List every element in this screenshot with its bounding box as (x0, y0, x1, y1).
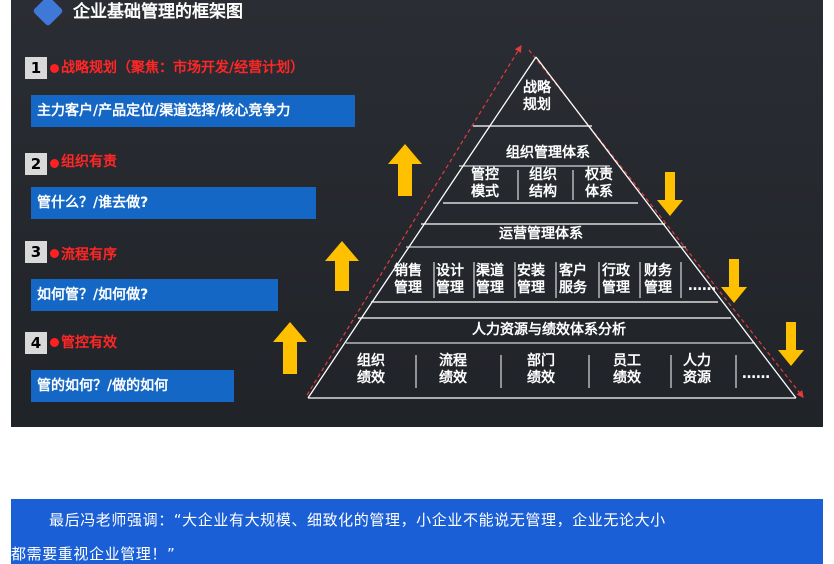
down-arrow-icon (721, 259, 747, 303)
level3-cell: 销售管理 (394, 263, 422, 297)
cell-line: 绩效 (357, 370, 385, 386)
quote-block: 最后冯老师强调：“大企业有大规模、细致化的管理，小企业不能说无管理，企业无论大小… (11, 499, 823, 564)
cell-line: 财务 (644, 263, 672, 279)
level3-cell: 设计管理 (436, 263, 464, 297)
up-arrow-icon (388, 144, 422, 196)
pyramid-top-line1: 战略 (523, 80, 551, 96)
cell-line: 组织 (529, 167, 557, 183)
cell-line: 权责 (585, 167, 613, 183)
level3-title: 运营管理体系 (499, 226, 583, 242)
cell-line: 资源 (683, 370, 711, 386)
cell-line: 模式 (471, 184, 499, 200)
cell-line: 人力 (683, 353, 711, 369)
item-box-3: 如何管？/如何做? (31, 279, 278, 311)
level4-cell: 员工绩效 (613, 353, 641, 387)
cell-line: 绩效 (439, 370, 467, 386)
item-heading-3: 流程有序 (61, 247, 117, 263)
level3-more: …… (688, 278, 716, 294)
item-heading-4: 管控有效 (61, 335, 117, 351)
cell-line: 绩效 (527, 370, 555, 386)
cell-line: 行政 (602, 263, 630, 279)
cell-line: 服务 (559, 280, 587, 296)
cell-line: 客户 (559, 263, 587, 279)
item-number-1: 1 (25, 57, 47, 79)
cell-line: 管理 (602, 280, 630, 296)
cell-line: 员工 (613, 353, 641, 369)
cell-line: 销售 (394, 263, 422, 279)
level2-cell: 组织 结构 (529, 167, 557, 201)
pyramid-diagram (306, 44, 804, 399)
level3-cell: 客户服务 (559, 263, 587, 297)
quote-line-1: 最后冯老师强调：“大企业有大规模、细致化的管理，小企业不能说无管理，企业无论大小 (49, 511, 666, 529)
level4-cell: 部门绩效 (527, 353, 555, 387)
up-arrow-icon (325, 241, 359, 291)
cell-line: 部门 (527, 353, 555, 369)
item-heading-1: 战略规划（聚焦：市场开发/经营计划） (61, 60, 305, 76)
item-box-4: 管的如何？/做的如何 (31, 370, 234, 402)
level2-title: 组织管理体系 (506, 145, 590, 161)
red-dot-icon (50, 159, 59, 168)
level3-cell: 行政管理 (602, 263, 630, 297)
red-dot-icon (50, 338, 59, 347)
cell-line: 绩效 (613, 370, 641, 386)
red-dot-icon (50, 64, 59, 73)
cell-line: 管理 (436, 280, 464, 296)
item-heading-2: 组织有责 (61, 154, 117, 170)
level4-cell: 人力资源 (683, 353, 711, 387)
framework-slide: 企业基础管理的框架图 1 战略规划（聚焦：市场开发/经营计划） 主力客户/产品定… (11, 0, 823, 427)
level4-more: …… (742, 366, 770, 382)
quote-line-2: 都需要重视企业管理！” (11, 545, 176, 563)
cell-line: 组织 (357, 353, 385, 369)
level3-cell: 渠道管理 (476, 263, 504, 297)
cell-line: 结构 (529, 184, 557, 200)
cell-line: 管理 (476, 280, 504, 296)
item-box-1: 主力客户/产品定位/渠道选择/核心竞争力 (31, 95, 355, 127)
level2-cell: 权责 体系 (585, 167, 613, 201)
cell-line: 管理 (394, 280, 422, 296)
up-arrow-icon (273, 322, 307, 374)
cell-line: 流程 (439, 353, 467, 369)
down-arrow-icon (778, 322, 804, 366)
red-dot-icon (50, 249, 59, 258)
level3-cell: 安装管理 (517, 263, 545, 297)
level4-cell: 组织绩效 (357, 353, 385, 387)
slide-title: 企业基础管理的框架图 (73, 2, 243, 22)
cell-line: 设计 (436, 263, 464, 279)
cell-line: 渠道 (476, 263, 504, 279)
pyramid-top-line2: 规划 (523, 97, 551, 113)
pyramid-top: 战略 规划 (523, 80, 551, 114)
level3-cell: 财务管理 (644, 263, 672, 297)
item-box-2: 管什么？/谁去做? (31, 187, 316, 219)
item-number-2: 2 (25, 153, 47, 175)
item-number-4: 4 (25, 332, 47, 354)
cell-line: 管理 (517, 280, 545, 296)
cell-line: 管理 (644, 280, 672, 296)
down-arrow-icon (657, 172, 683, 216)
item-number-3: 3 (25, 241, 47, 263)
level4-title: 人力资源与绩效体系分析 (472, 322, 626, 338)
cell-line: 管控 (471, 167, 499, 183)
level4-cell: 流程绩效 (439, 353, 467, 387)
cell-line: 安装 (517, 263, 545, 279)
level2-cell: 管控 模式 (471, 167, 499, 201)
cell-line: 体系 (585, 184, 613, 200)
